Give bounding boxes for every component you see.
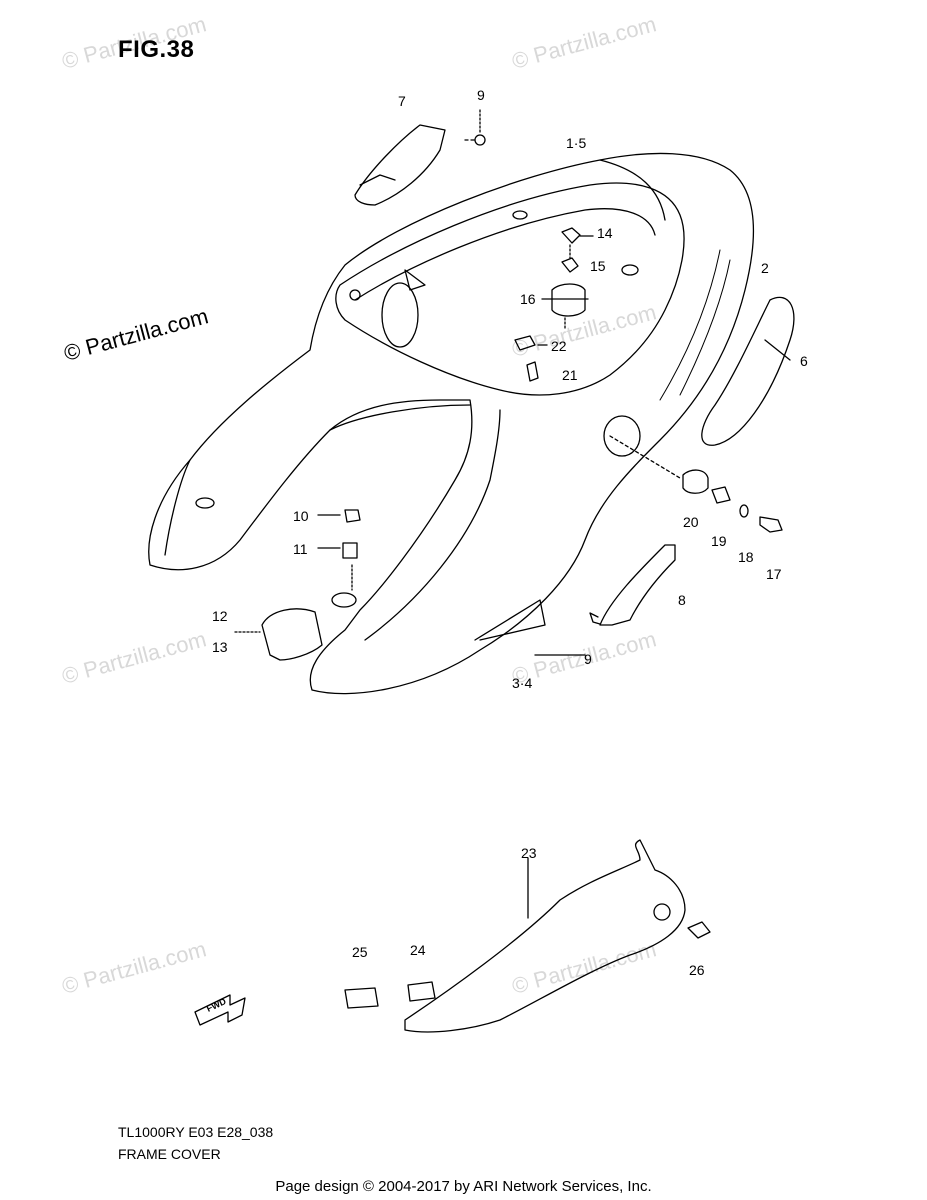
callout-number: 3·4 <box>512 675 533 691</box>
bracket-12 <box>261 608 323 661</box>
pad-25 <box>344 987 379 1009</box>
tail-cowl <box>148 152 754 695</box>
callout-number: 16 <box>520 291 536 307</box>
figure-title: FIG.38 <box>118 36 195 63</box>
decal-strip <box>701 296 795 446</box>
pad-24 <box>407 981 436 1002</box>
callout-number: 2 <box>761 260 769 276</box>
callout-number: 13 <box>212 639 228 655</box>
bolt-spacer <box>317 509 361 591</box>
callout-number: 25 <box>352 944 368 960</box>
cowl-decal <box>659 249 731 401</box>
callout-number: 15 <box>590 258 606 274</box>
callout-number: 11 <box>293 541 308 557</box>
fastener-stack <box>514 227 594 382</box>
bracket-8 <box>599 544 676 626</box>
callout-number: 9 <box>477 87 485 103</box>
frame-cover <box>404 839 711 1033</box>
callout-number: 19 <box>711 533 727 549</box>
section-name: FRAME COVER <box>118 1146 221 1162</box>
mount-hardware <box>609 435 783 533</box>
page-footer: Page design © 2004-2017 by ARI Network S… <box>275 1178 652 1195</box>
fwd-arrow-icon <box>194 994 246 1026</box>
callout-number: 23 <box>521 845 537 861</box>
bracket-7 <box>354 124 446 206</box>
callout-number: 12 <box>212 608 228 624</box>
callout-number: 24 <box>410 942 426 958</box>
callout-number: 1·5 <box>566 135 587 151</box>
callout-number: 6 <box>800 353 808 369</box>
callout-number: 8 <box>678 592 686 608</box>
callout-number: 22 <box>551 338 567 354</box>
callout-number: 21 <box>562 367 578 383</box>
callout-number: 10 <box>293 508 309 524</box>
callout-number: 18 <box>738 549 754 565</box>
screw-9 <box>474 134 486 146</box>
callout-number: 26 <box>689 962 705 978</box>
callout-number: 7 <box>398 93 406 109</box>
model-code: TL1000RY E03 E28_038 <box>118 1124 274 1140</box>
callout-number: 9 <box>584 651 592 667</box>
callout-number: 20 <box>683 514 699 530</box>
callout-number: 17 <box>766 566 782 582</box>
callout-number: 14 <box>597 225 613 241</box>
